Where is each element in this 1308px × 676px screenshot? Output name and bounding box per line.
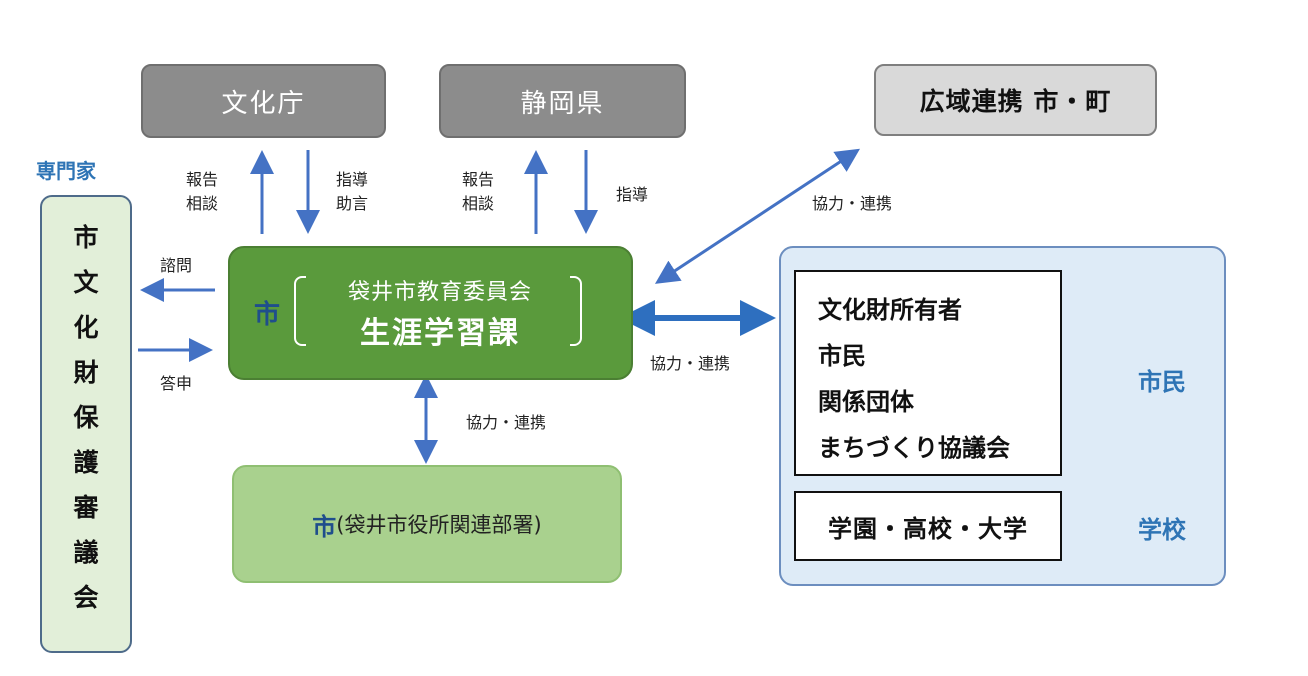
department-box: 市 (袋井市役所関連部署) [232, 465, 622, 583]
council-label: 市文化財保護審議会 [42, 215, 130, 620]
report-consult-label-prefecture: 報告相談 [462, 170, 495, 213]
citizens-outcome-label: 市民 [1138, 368, 1186, 396]
consult-label: 諮問 [160, 256, 193, 275]
regional-coop-label: 協力・連携 [812, 194, 893, 213]
regional-node: 広域連携 市・町 [874, 64, 1157, 136]
answer-label: 答申 [160, 374, 193, 393]
schools-outcome-label: 学校 [1138, 516, 1186, 544]
council-char: 財 [73, 358, 99, 387]
prefecture-node: 静岡県 [439, 64, 686, 138]
department-coop-label: 協力・連携 [466, 413, 547, 432]
right-bracket [570, 276, 582, 346]
council-char: 護 [73, 448, 99, 477]
guide-advise-label-agency: 指導助言 [336, 170, 369, 213]
center-line1: 袋井市教育委員会 [347, 280, 532, 305]
schools-box: 学園・高校・大学 [794, 491, 1062, 561]
expert-title: 専門家 [36, 159, 96, 183]
regional-coop-arrow [654, 148, 861, 284]
council-char: 会 [73, 583, 99, 612]
agency-node: 文化庁 [141, 64, 386, 138]
stakeholder-item: まちづくり協議会 [818, 434, 1010, 462]
report-consult-label-agency: 報告相談 [186, 170, 219, 213]
guide-label-prefecture: 指導 [616, 185, 649, 204]
stakeholder-item: 市民 [818, 342, 866, 370]
council-char: 議 [73, 538, 99, 567]
department-city-label: 市 [312, 512, 337, 541]
center-board-box: 市 袋井市教育委員会 生涯学習課 [228, 246, 633, 380]
council-char: 審 [73, 493, 99, 522]
center-city-label: 市 [254, 300, 281, 330]
department-text: (袋井市役所関連部署) [336, 513, 542, 537]
council-char: 市 [73, 223, 99, 252]
council-box: 市文化財保護審議会 [40, 195, 132, 653]
center-line2: 生涯学習課 [360, 316, 520, 351]
stakeholder-item: 文化財所有者 [818, 296, 962, 324]
council-char: 文 [73, 268, 99, 297]
stakeholder-coop-label: 協力・連携 [650, 354, 731, 373]
council-char: 保 [73, 403, 99, 432]
council-char: 化 [73, 313, 99, 342]
left-bracket [294, 276, 306, 346]
stakeholder-list-box: 文化財所有者 市民 関係団体 まちづくり協議会 [794, 270, 1062, 476]
stakeholder-item: 関係団体 [818, 388, 914, 416]
